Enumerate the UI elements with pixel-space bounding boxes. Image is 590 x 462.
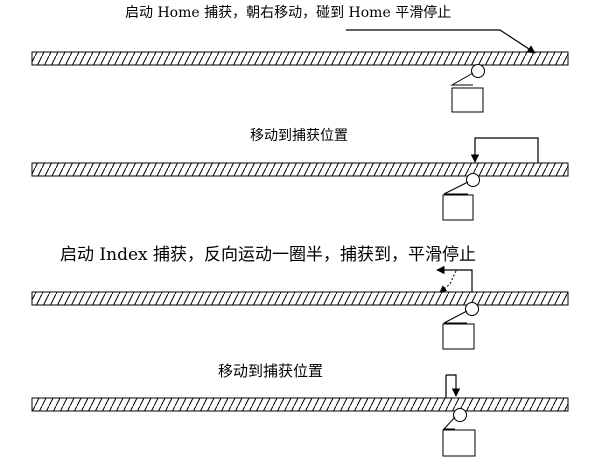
- step-1-rail: [31, 51, 569, 66]
- step-4-caption: 移动到捕获位置: [218, 362, 323, 380]
- step-3-caption: 启动 Index 捕获，反向运动一圈半，捕获到，平滑停止: [60, 245, 476, 265]
- step-2: 移动到捕获位置: [31, 128, 569, 221]
- step-1-sensor: [450, 64, 485, 113]
- step-1-arrow: [346, 29, 536, 54]
- step-2-sensor: [442, 173, 480, 221]
- step-1: 启动 Home 捕获，朝右移动，碰到 Home 平滑停止: [31, 4, 569, 113]
- step-2-rail: [31, 162, 569, 177]
- step-2-caption: 移动到捕获位置: [250, 128, 348, 144]
- step-3-rail: [31, 291, 569, 306]
- step-4-sensor: [442, 408, 476, 457]
- step-4-arrow: [445, 374, 461, 398]
- step-3-arrow: [436, 265, 473, 293]
- step-1-caption: 启动 Home 捕获，朝右移动，碰到 Home 平滑停止: [125, 4, 451, 21]
- step-2-arrow: [470, 137, 539, 163]
- step-3: 启动 Index 捕获，反向运动一圈半，捕获到，平滑停止: [31, 245, 569, 350]
- step-4: 移动到捕获位置: [31, 362, 569, 457]
- step-3-sensor: [442, 302, 479, 350]
- step-4-rail: [31, 397, 569, 412]
